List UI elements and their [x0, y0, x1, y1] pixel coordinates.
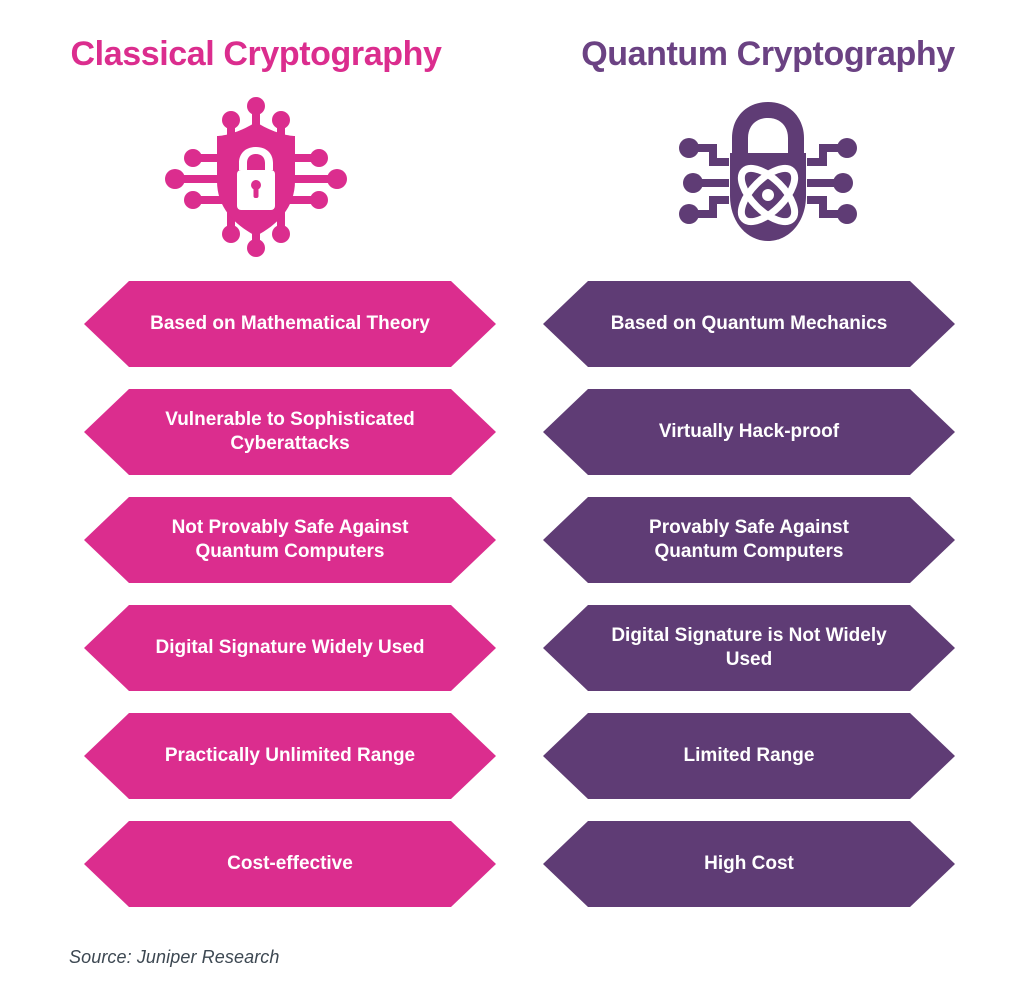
hexbar-classical: Digital Signature Widely Used	[84, 605, 496, 691]
comparison-rows: Based on Mathematical Theory Based on Qu…	[0, 281, 1024, 929]
hexbar-label: Provably Safe Against Quantum Computers	[649, 516, 849, 562]
hexbar-label: Not Provably Safe Against Quantum Comput…	[171, 516, 409, 562]
hexbar-classical: Vulnerable to Sophisticated Cyberattacks	[84, 389, 496, 475]
hexbar-quantum: Virtually Hack-proof	[543, 389, 955, 475]
padlock-atom-circuit-icon	[673, 96, 863, 261]
hexbar-label: Limited Range	[683, 744, 815, 766]
comparison-row: Vulnerable to Sophisticated Cyberattacks…	[0, 389, 1024, 475]
hexbar-classical: Not Provably Safe Against Quantum Comput…	[84, 497, 496, 583]
icon-cell-quantum	[512, 88, 1024, 268]
hexbar-classical: Practically Unlimited Range	[84, 713, 496, 799]
hexbar-classical: Based on Mathematical Theory	[84, 281, 496, 367]
heading-quantum-cryptography: Quantum Cryptography	[581, 35, 955, 73]
hexbar-classical: Cost-effective	[84, 821, 496, 907]
hexbar-label: Digital Signature is Not Widely Used	[611, 624, 887, 670]
hexbar-label: Vulnerable to Sophisticated Cyberattacks	[165, 408, 415, 454]
hexbar-label: Virtually Hack-proof	[658, 420, 840, 442]
icon-cell-classical	[0, 88, 512, 268]
comparison-row: Practically Unlimited Range Limited Rang…	[0, 713, 1024, 799]
comparison-row: Not Provably Safe Against Quantum Comput…	[0, 497, 1024, 583]
comparison-row: Based on Mathematical Theory Based on Qu…	[0, 281, 1024, 367]
hexbar-label: Cost-effective	[227, 852, 353, 874]
comparison-row: Cost-effective High Cost	[0, 821, 1024, 907]
hexbar-quantum: Provably Safe Against Quantum Computers	[543, 497, 955, 583]
hexbar-label: Digital Signature Widely Used	[155, 636, 425, 658]
hexbar-label: Based on Quantum Mechanics	[610, 312, 888, 334]
comparison-row: Digital Signature Widely Used Digital Si…	[0, 605, 1024, 691]
hexbar-quantum: High Cost	[543, 821, 955, 907]
hexbar-label: High Cost	[704, 852, 794, 874]
hexbar-quantum: Limited Range	[543, 713, 955, 799]
hexbar-label: Practically Unlimited Range	[164, 744, 416, 766]
shield-lock-circuit-icon	[161, 96, 351, 261]
hexbar-quantum: Digital Signature is Not Widely Used	[543, 605, 955, 691]
icon-row	[0, 88, 1024, 268]
source-attribution: Source: Juniper Research	[69, 947, 280, 967]
heading-classical-cryptography: Classical Cryptography	[70, 35, 442, 73]
column-headings: Classical Cryptography Quantum Cryptogra…	[0, 26, 1024, 82]
hexbar-label: Based on Mathematical Theory	[150, 312, 430, 334]
hexbar-quantum: Based on Quantum Mechanics	[543, 281, 955, 367]
